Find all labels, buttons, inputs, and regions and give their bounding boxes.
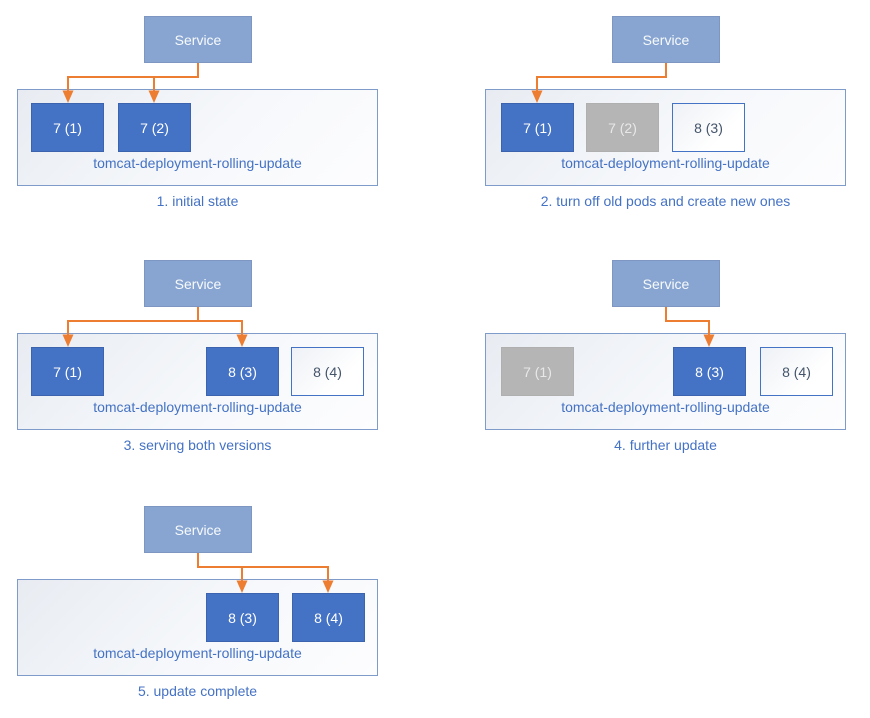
pod: 8 (3) bbox=[206, 347, 279, 396]
deployment-name-label: tomcat-deployment-rolling-update bbox=[93, 645, 302, 661]
pod: 8 (4) bbox=[291, 347, 364, 396]
pod: 7 (1) bbox=[31, 347, 104, 396]
service-box: Service bbox=[144, 506, 252, 553]
deployment-name-label: tomcat-deployment-rolling-update bbox=[93, 155, 302, 171]
pod: 8 (4) bbox=[760, 347, 833, 396]
panel-caption: 4. further update bbox=[614, 437, 717, 453]
service-box: Service bbox=[612, 260, 720, 307]
panel-caption: 2. turn off old pods and create new ones bbox=[540, 193, 791, 209]
service-box: Service bbox=[144, 16, 252, 63]
panel-further-update: Service 7 (1) 8 (3) 8 (4) tomcat-deploym… bbox=[468, 244, 870, 476]
deployment-name-label: tomcat-deployment-rolling-update bbox=[561, 399, 770, 415]
service-box: Service bbox=[144, 260, 252, 307]
deployment-name-label: tomcat-deployment-rolling-update bbox=[93, 399, 302, 415]
deployment-name-label: tomcat-deployment-rolling-update bbox=[561, 155, 770, 171]
pod: 7 (1) bbox=[501, 347, 574, 396]
panel-caption: 1. initial state bbox=[156, 193, 239, 209]
service-box: Service bbox=[612, 16, 720, 63]
pod: 8 (3) bbox=[672, 103, 745, 152]
panel-caption: 5. update complete bbox=[137, 683, 258, 699]
pod: 8 (4) bbox=[292, 593, 365, 642]
panel-initial-state: Service 7 (1) 7 (2) tomcat-deployment-ro… bbox=[0, 0, 402, 232]
panel-serving-both-versions: Service 7 (1) 8 (3) 8 (4) tomcat-deploym… bbox=[0, 244, 402, 476]
pod: 7 (1) bbox=[31, 103, 104, 152]
pod: 7 (1) bbox=[501, 103, 574, 152]
pod: 8 (3) bbox=[673, 347, 746, 396]
panel-turn-off-old-pods: Service 7 (1) 7 (2) 8 (3) tomcat-deploym… bbox=[468, 0, 870, 232]
pod: 7 (2) bbox=[586, 103, 659, 152]
pod: 7 (2) bbox=[118, 103, 191, 152]
panel-caption: 3. serving both versions bbox=[123, 437, 272, 453]
panel-update-complete: Service 8 (3) 8 (4) tomcat-deployment-ro… bbox=[0, 490, 402, 718]
pod: 8 (3) bbox=[206, 593, 279, 642]
